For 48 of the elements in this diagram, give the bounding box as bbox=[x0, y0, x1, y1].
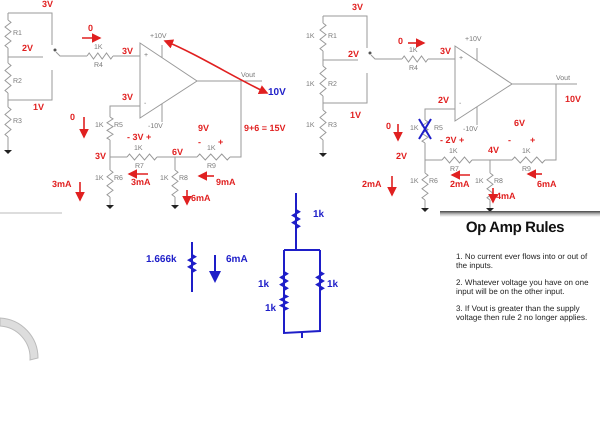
handwritten-note: 3V bbox=[440, 47, 452, 56]
handwritten-note: 4mA bbox=[496, 192, 516, 201]
handwritten-note: 2mA bbox=[362, 180, 382, 189]
handwritten-note: 0 bbox=[398, 37, 404, 46]
handwritten-note: 9mA bbox=[216, 178, 236, 187]
handwritten-note: 3V bbox=[42, 0, 54, 9]
handwritten-note: + bbox=[530, 136, 536, 145]
rule-text: 3. If Vout is greater than the supply voltage then rule 2 no longer applies. bbox=[455, 304, 588, 322]
handwritten-note: 1V bbox=[350, 111, 362, 120]
arrow bbox=[164, 40, 268, 94]
handwritten-note: 2V bbox=[396, 152, 408, 161]
handwritten-note: 10V bbox=[268, 88, 286, 98]
handwritten-note: 3V bbox=[352, 3, 364, 12]
handwritten-note: - bbox=[508, 136, 511, 145]
handwritten-note: 2V bbox=[348, 50, 360, 59]
handwritten-note: 2mA bbox=[450, 180, 470, 189]
panel-title: Op Amp Rules bbox=[464, 218, 566, 238]
rule-text: 2. Whatever voltage you have on one input will be on the other input. bbox=[455, 278, 590, 296]
handwritten-note: 10V bbox=[565, 95, 582, 104]
handwritten-note: 6V bbox=[514, 119, 526, 128]
handwritten-note: 3V bbox=[122, 93, 134, 102]
handwritten-note: 1V bbox=[33, 103, 44, 112]
handwritten-note: 9+6 = 15V bbox=[244, 124, 286, 133]
handwritten-note: 1k bbox=[313, 210, 324, 220]
handwritten-note: + bbox=[218, 138, 224, 147]
handwritten-note: - bbox=[198, 138, 201, 147]
handwritten-note: 1k bbox=[265, 304, 276, 314]
handwritten-note: 2V bbox=[438, 96, 450, 105]
handwritten-note: 6mA bbox=[226, 255, 248, 265]
handwritten-note: - 2V + bbox=[440, 136, 464, 145]
handwritten-note: 6mA bbox=[191, 194, 211, 203]
handwritten-note: 0 bbox=[88, 24, 94, 33]
rule-text: 1. No current ever flows into or out of the inputs. bbox=[455, 252, 588, 270]
handwritten-note: 6mA bbox=[537, 180, 557, 189]
handwritten-note: 2V bbox=[22, 44, 34, 53]
handwritten-note: 4V bbox=[488, 146, 500, 155]
handwritten-note: 3mA bbox=[52, 180, 72, 189]
handwritten-note: - 3V + bbox=[127, 133, 152, 142]
handwritten-note: 3mA bbox=[131, 178, 151, 187]
handwritten-note: 0 bbox=[386, 122, 392, 131]
handwritten-note: 3V bbox=[122, 47, 134, 56]
handwritten-note: 1k bbox=[327, 280, 338, 290]
handwritten-note: 0 bbox=[70, 113, 76, 122]
handwritten-note: 1.666k bbox=[146, 255, 177, 265]
handwritten-note: 3V bbox=[95, 152, 106, 161]
handwritten-note: 6V bbox=[172, 148, 184, 157]
handwritten-note: 1k bbox=[258, 280, 270, 290]
handwritten-note: 9V bbox=[198, 124, 210, 133]
